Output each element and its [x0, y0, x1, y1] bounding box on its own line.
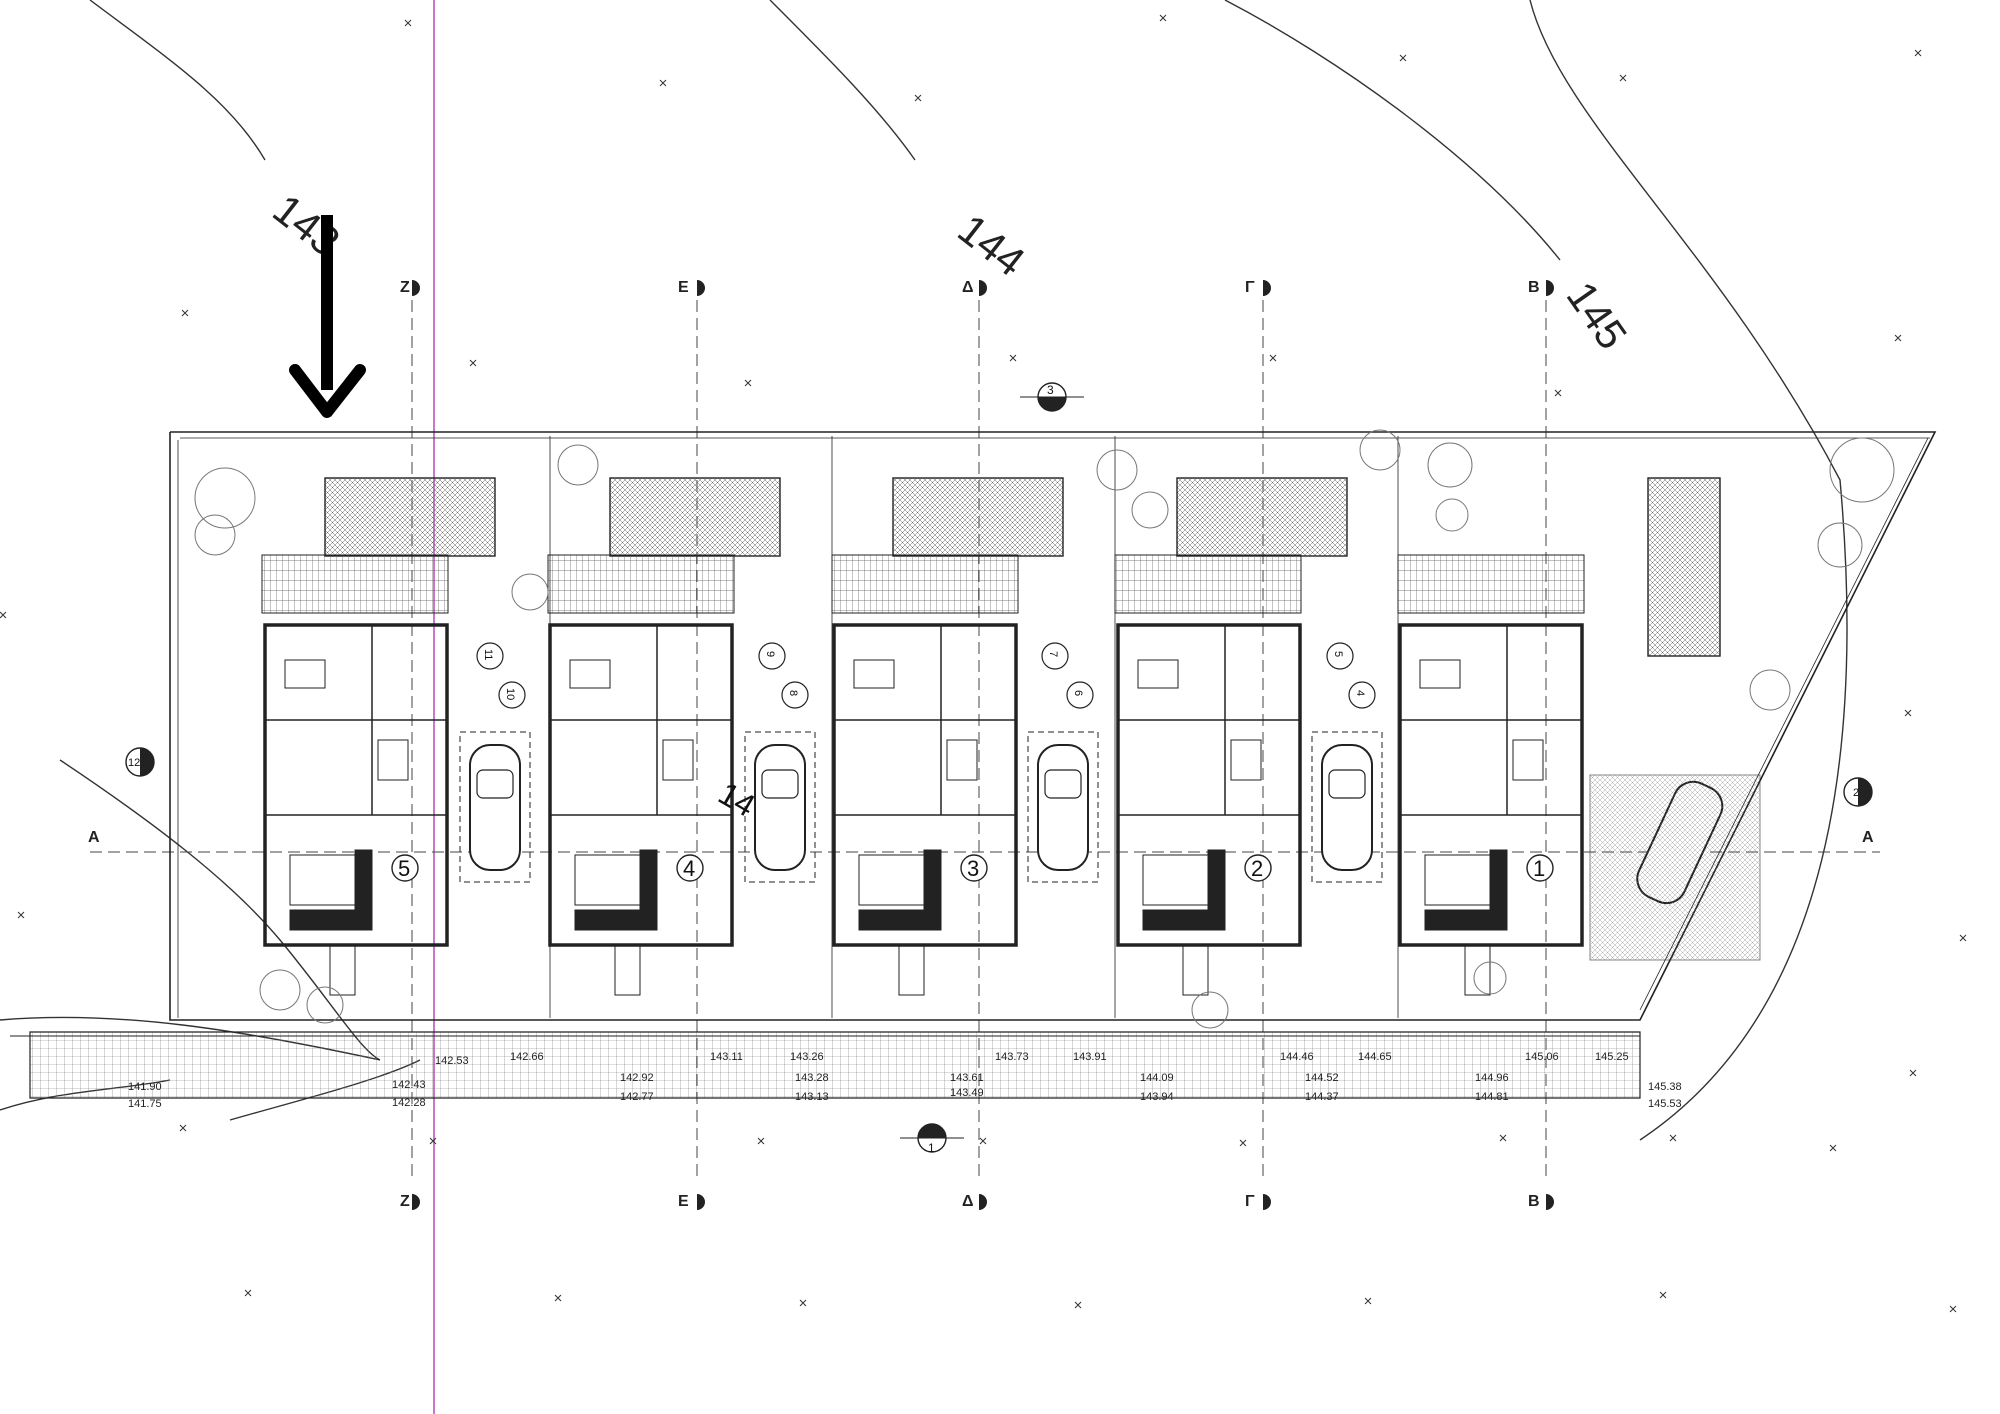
section-letter-top: B — [1528, 279, 1540, 296]
section-a-left: A — [88, 829, 100, 846]
unit-numbers — [391, 854, 1554, 882]
elevation-value: 145.25 — [1595, 1051, 1629, 1063]
elevation-marker-right: 2 — [1843, 777, 1873, 807]
elevation-value: 143.11 — [710, 1051, 743, 1063]
section-letter-top: E — [678, 279, 689, 296]
elevation-value: 143.91 — [1073, 1051, 1107, 1063]
unit-number-1: 1 — [1533, 856, 1545, 881]
elevation-marker-right-label: 2 — [1853, 787, 1859, 799]
elevation-value: 144.81 — [1475, 1091, 1509, 1103]
annotation-arrow — [289, 215, 366, 418]
section-circle-label: 4 — [1354, 690, 1366, 696]
section-a-right: A — [1862, 829, 1874, 846]
elevation-value: 142.53 — [435, 1055, 469, 1067]
section-circle-label: 6 — [1072, 690, 1084, 696]
street-elevations-row2: 142.92 143.28 143.61 144.09 144.52 144.9… — [620, 1072, 1682, 1093]
elevation-marker-top-label: 3 — [1047, 383, 1054, 397]
elevation-value: 143.73 — [995, 1051, 1029, 1063]
section-letter-bottom: Δ — [962, 1193, 974, 1210]
elevation-marker-top: 3 — [1020, 382, 1084, 412]
section-letter-top: Δ — [962, 279, 974, 296]
elevation-marker-left: 12 — [125, 747, 155, 777]
elevation-value: 142.77 — [620, 1091, 654, 1103]
car-windows — [476, 769, 1366, 799]
contour-lines — [0, 0, 1848, 1141]
section-letter-bottom: B — [1528, 1193, 1540, 1210]
carports — [459, 731, 1383, 883]
elevation-value: 141.90 — [128, 1081, 162, 1093]
section-markers-top: Z E Δ Γ B — [400, 279, 1554, 296]
section-markers-bottom: Z E Δ Γ B — [400, 1193, 1554, 1210]
unit-number-2: 2 — [1251, 856, 1263, 881]
unit-number-4: 4 — [683, 856, 695, 881]
house-unit-1 — [1398, 623, 1584, 996]
section-circle-label: 11 — [482, 649, 494, 660]
section-grid-lines — [90, 300, 1880, 1180]
parking-area — [1589, 774, 1761, 961]
elevation-value: 144.46 — [1280, 1051, 1314, 1063]
house-unit-4 — [548, 623, 734, 996]
elevation-value: 143.61 — [950, 1072, 984, 1084]
section-letter-bottom: Z — [400, 1193, 410, 1210]
section-letter-top: Γ — [1245, 279, 1255, 296]
elevation-value: 142.66 — [510, 1051, 544, 1063]
elevation-value: 144.96 — [1475, 1072, 1509, 1084]
section-circle-label: 8 — [787, 690, 799, 696]
street-elevations-row1: 142.66 143.11 143.26 143.73 143.91 144.4… — [510, 1051, 1629, 1063]
house-unit-5 — [263, 623, 449, 996]
elevation-marker-bottom: 1 — [900, 1123, 964, 1155]
contour-label-145: 145 — [1558, 273, 1637, 357]
elevation-value: 142.92 — [620, 1072, 654, 1084]
elevation-value: 143.49 — [950, 1087, 984, 1099]
elevation-value: 143.94 — [1140, 1091, 1174, 1103]
pools — [324, 477, 1721, 657]
street-elevations-row3: 142.77 143.13 143.49 143.94 144.37 144.8… — [620, 1087, 1682, 1110]
unit-number-3: 3 — [967, 856, 979, 881]
pergolas — [261, 554, 1585, 614]
contour-label-143: 143 — [264, 185, 348, 265]
street-elevations-left: 141.90 141.75 142.43 142.28 142.53 — [128, 1055, 469, 1110]
section-circle-label: 7 — [1047, 651, 1059, 657]
elevation-marker-bottom-label: 1 — [928, 1141, 935, 1155]
elevation-value: 142.43 — [392, 1079, 426, 1091]
house-unit-3 — [832, 623, 1018, 996]
house-unit-2 — [1116, 623, 1302, 996]
elevation-value: 143.26 — [790, 1051, 824, 1063]
elevation-marker-left-label: 12 — [128, 757, 140, 769]
elevation-value: 143.28 — [795, 1072, 829, 1084]
street-paving — [10, 1031, 1641, 1099]
section-circle-label: 10 — [504, 688, 516, 700]
unit-number-5: 5 — [398, 856, 410, 881]
section-circles — [476, 642, 1376, 709]
elevation-value: 143.13 — [795, 1091, 829, 1103]
elevation-value: 141.75 — [128, 1098, 162, 1110]
elevation-value: 144.52 — [1305, 1072, 1339, 1084]
section-circle-label: 9 — [764, 651, 776, 657]
spot-elevation-marks — [0, 14, 1967, 1313]
section-circle-label: 5 — [1332, 651, 1344, 657]
elevation-value: 144.65 — [1358, 1051, 1392, 1063]
elevation-value: 142.28 — [392, 1097, 426, 1109]
elevation-value: 144.09 — [1140, 1072, 1174, 1084]
section-letter-bottom: E — [678, 1193, 689, 1210]
contour-label-144: 144 — [949, 205, 1033, 285]
section-letter-top: Z — [400, 279, 410, 296]
cars — [469, 744, 1724, 905]
elevation-value: 145.53 — [1648, 1098, 1682, 1110]
section-letter-bottom: Γ — [1245, 1193, 1255, 1210]
elevation-value: 144.37 — [1305, 1091, 1339, 1103]
elevation-value: 145.06 — [1525, 1051, 1559, 1063]
elevation-value: 145.38 — [1648, 1081, 1682, 1093]
landscape-trees — [194, 429, 1895, 1029]
